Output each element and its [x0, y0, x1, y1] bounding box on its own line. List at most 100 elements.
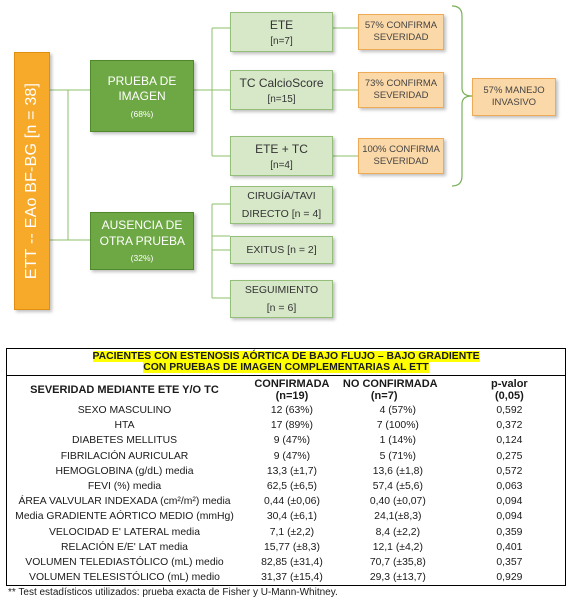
test-n: [n=4]: [270, 159, 293, 171]
table-row: VOLUMEN TELEDIASTÓLICO (mL) medio 82,85 (…: [5, 554, 566, 571]
row-pvalue: 0,124: [453, 433, 566, 449]
test-n: [n=7]: [270, 35, 293, 47]
row-confirmed: 15,77 (±8,3): [263, 541, 320, 553]
header-confirmed: CONFIRMADA(n=19): [241, 375, 342, 403]
branch-line1: CIRUGÍA/TAVI: [247, 190, 316, 202]
row-not-confirmed: 24,1(±8,3): [374, 511, 422, 523]
table-row: FEVI (%) media 62,5 (±6,5) 57,4 (±5,6) 0,06…: [5, 478, 566, 495]
results-table: PACIENTES CON ESTENOSIS AÓRTICA DE BAJO …: [5, 348, 566, 587]
row-label: ÁREA VALVULAR INDEXADA (cm²/m²) media: [5, 494, 242, 510]
imaging-label: PRUEBA DE IMAGEN: [107, 73, 177, 103]
row-pvalue: 0,063: [453, 478, 566, 495]
table-row: DIABETES MELLITUS 9 (47%) 1 (14%) 0,124: [5, 433, 566, 449]
table-row: VELOCIDAD E' LATERAL media 7,1 (±2,2) 8,4 …: [5, 524, 566, 540]
test-name: ETE: [269, 17, 294, 32]
outcome-text: 57% MANEJO INVASIVO: [483, 85, 545, 108]
results-table-section: PACIENTES CON ESTENOSIS AÓRTICA DE BAJO …: [5, 348, 566, 599]
row-label: VELOCIDAD E' LATERAL media: [5, 524, 242, 540]
row-not-confirmed: 1 (14%): [379, 435, 417, 447]
row-label: HTA: [5, 418, 242, 434]
branch-line2: DIRECTO [n = 4]: [241, 208, 322, 220]
branch-box-surgery: CIRUGÍA/TAVI DIRECTO [n = 4]: [230, 186, 333, 224]
imaging-box: PRUEBA DE IMAGEN (68%): [90, 60, 194, 132]
no-test-label: AUSENCIA DE OTRA PRUEBA: [99, 217, 185, 248]
result-box-ete: 57% CONFIRMA SEVERIDAD: [358, 14, 444, 50]
branch-box-follow-up: SEGUIMIENTO [n = 6]: [230, 280, 333, 318]
branch-line1: EXITUS [n = 2]: [246, 244, 317, 256]
row-not-confirmed: 4 (57%): [379, 405, 417, 417]
result-box-tc-calcioscore: 73% CONFIRMA SEVERIDAD: [358, 72, 444, 108]
row-not-confirmed: 29,3 (±13,7): [341, 570, 454, 587]
test-box-ete: ETE [n=7]: [230, 12, 333, 52]
row-confirmed: 9 (47%): [273, 435, 311, 447]
row-confirmed: 12 (63%): [270, 405, 314, 417]
table-header-row: SEVERIDAD MEDIANTE ETE Y/O TC CONFIRMADA…: [5, 375, 566, 403]
table-row: ÁREA VALVULAR INDEXADA (cm²/m²) media 0,4…: [5, 494, 566, 510]
header-label: SEVERIDAD MEDIANTE ETE Y/O TC: [5, 375, 242, 403]
row-not-confirmed: 7 (100%): [376, 420, 419, 432]
test-box-tc-calcioscore: TC CalcioScore [n=15]: [230, 70, 333, 110]
row-pvalue: 0,357: [453, 554, 566, 571]
row-label: VOLUMEN TELEDIASTÓLICO (mL) medio: [5, 554, 242, 571]
test-n: [n=15]: [267, 93, 296, 105]
no-test-percent: (32%): [130, 252, 154, 263]
row-pvalue: 0,094: [453, 509, 566, 525]
row-pvalue: 0,372: [453, 418, 566, 434]
row-not-confirmed: 12,1 (±4,2): [372, 541, 423, 553]
row-confirmed: 7,1 (±2,2): [269, 526, 315, 538]
test-name: ETE + TC: [255, 141, 308, 156]
table-row: Media GRADIENTE AÓRTICO MEDIO (mmHg) 30,4…: [5, 509, 566, 525]
no-test-box: AUSENCIA DE OTRA PRUEBA (32%): [90, 212, 194, 270]
row-confirmed: 30,4 (±6,1): [266, 511, 318, 523]
table-footnote: ** Test estadísticos utilizados: prueba …: [8, 587, 338, 599]
row-not-confirmed: 13,6 (±1,8): [372, 465, 423, 477]
flow-diagram: ETT -- EAo BF-BG [n = 38] PRUEBA DE IMAG…: [14, 5, 556, 318]
row-not-confirmed: 70,7 (±35,8): [369, 556, 426, 568]
branch-box-exitus: EXITUS [n = 2]: [230, 236, 333, 264]
row-not-confirmed: 0,40 (±0,07): [369, 496, 426, 508]
row-pvalue: 0,929: [453, 570, 566, 587]
table-title-line1: PACIENTES CON ESTENOSIS AÓRTICA DE BAJO …: [92, 351, 480, 362]
test-name: TC CalcioScore: [239, 75, 324, 90]
row-pvalue: 0,572: [453, 463, 566, 479]
row-label: VOLUMEN TELESISTÓLICO (mL) medio: [5, 570, 242, 587]
result-text: 100% CONFIRMA SEVERIDAD: [362, 144, 440, 167]
table-row: HEMOGLOBINA (g/dL) media 13,3 (±1,7) 13,6 …: [5, 463, 566, 479]
table-title-row: PACIENTES CON ESTENOSIS AÓRTICA DE BAJO …: [6, 348, 566, 376]
branch-line1: SEGUIMIENTO: [244, 284, 319, 296]
row-confirmed: 82,85 (±31,4): [261, 556, 323, 568]
row-not-confirmed: 8,4 (±2,2): [375, 526, 421, 538]
row-label: DIABETES MELLITUS: [5, 433, 242, 449]
row-confirmed: 17 (89%): [270, 420, 314, 432]
row-pvalue: 0,359: [453, 524, 566, 540]
header-pvalue: p-valor(0,05): [453, 375, 566, 403]
row-confirmed: 0,44 (±0,06): [263, 496, 320, 508]
row-pvalue: 0,275: [453, 448, 566, 464]
table-row: SEXO MASCULINO 12 (63%) 4 (57%) 0,592: [5, 403, 566, 419]
result-box-ete-tc: 100% CONFIRMA SEVERIDAD: [358, 138, 444, 174]
row-pvalue: 0,401: [453, 539, 566, 555]
row-pvalue: 0,094: [453, 494, 566, 510]
row-label: HEMOGLOBINA (g/dL) media: [5, 463, 242, 479]
row-label: RELACIÓN E/E' LAT media: [5, 539, 242, 555]
row-label: Media GRADIENTE AÓRTICO MEDIO (mmHg): [5, 509, 242, 525]
outcome-box: 57% MANEJO INVASIVO: [472, 78, 556, 116]
root-label: ETT -- EAo BF-BG [n = 38]: [23, 82, 40, 280]
row-confirmed: 13,3 (±1,7): [266, 465, 318, 477]
row-label: FIBRILACIÓN AURICULAR: [5, 448, 242, 464]
root-box: ETT -- EAo BF-BG [n = 38]: [14, 52, 50, 310]
row-not-confirmed: 57,4 (±5,6): [372, 481, 423, 493]
row-pvalue: 0,592: [453, 403, 566, 419]
test-box-ete-tc: ETE + TC [n=4]: [230, 136, 333, 176]
row-label: FEVI (%) media: [5, 478, 242, 495]
table-row: RELACIÓN E/E' LAT media 15,77 (±8,3) 12,1 …: [5, 539, 566, 555]
row-confirmed: 62,5 (±6,5): [266, 481, 318, 493]
row-label: SEXO MASCULINO: [5, 403, 242, 419]
header-not-confirmed: NO CONFIRMADA (n=7): [341, 375, 454, 403]
branch-line2: [n = 6]: [266, 302, 297, 314]
row-confirmed: 31,37 (±15,4): [241, 570, 342, 587]
table-row: HTA 17 (89%) 7 (100%) 0,372: [5, 418, 566, 434]
